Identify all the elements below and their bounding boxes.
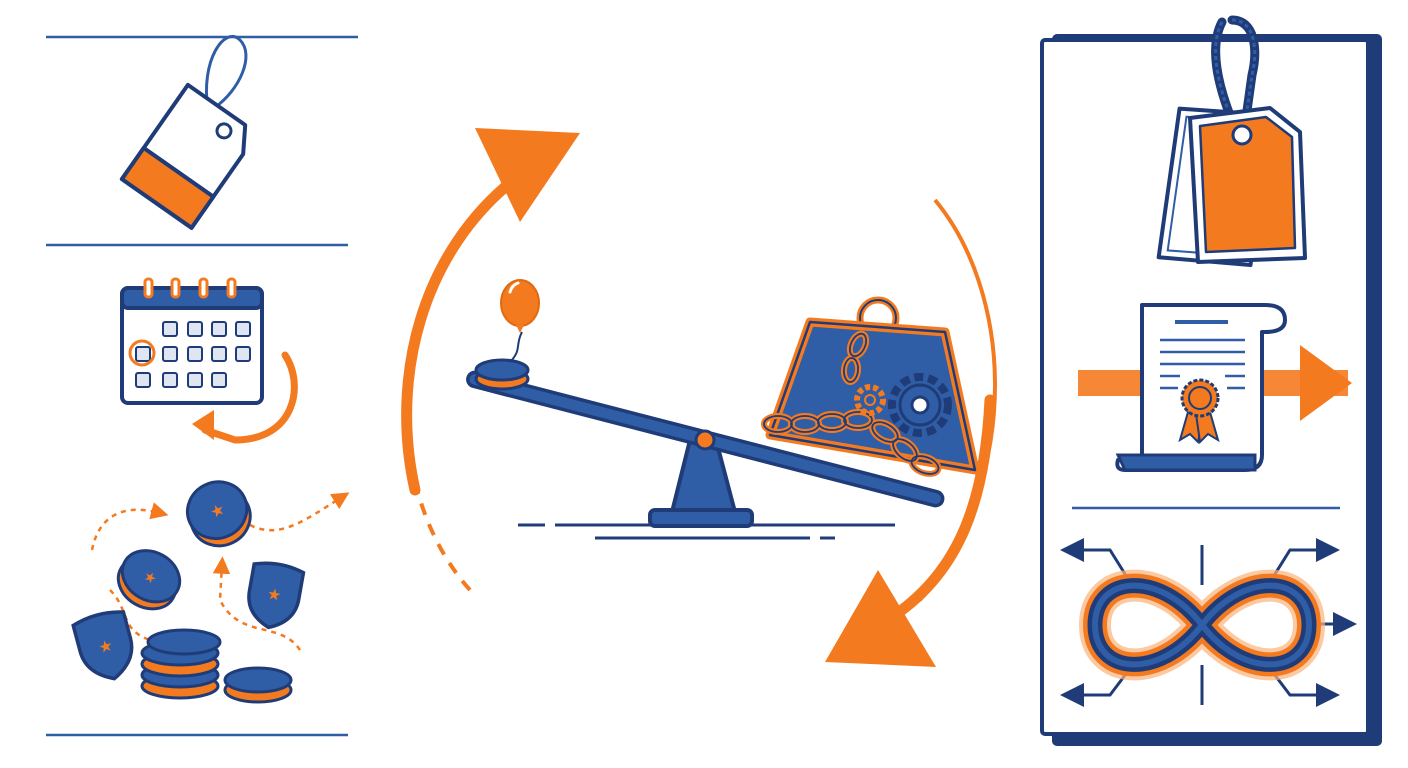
calendar-recurring-icon [120,277,298,444]
svg-text:★: ★ [96,635,115,657]
arrow-head [475,128,580,222]
arrow-head [825,570,936,667]
double-tag-icon [1156,15,1307,268]
price-tag-icon [119,35,248,230]
gear-icon [854,373,952,437]
clockwise-arrow-down [889,394,996,621]
coin-icon [474,358,530,391]
infinity-icon [1060,538,1357,707]
clockwise-arrow-up [401,169,526,496]
certificate-icon [1078,303,1352,472]
cycle-arrows [401,128,997,667]
scattered-coins-icon: ★ ★ ★ ★ [71,480,350,704]
seesaw [466,279,980,540]
svg-text:★: ★ [266,584,283,605]
left-panel: ★ ★ ★ ★ [46,35,358,737]
balloon-icon [500,279,540,363]
chain-icon [761,330,942,477]
right-panel [1040,15,1382,746]
